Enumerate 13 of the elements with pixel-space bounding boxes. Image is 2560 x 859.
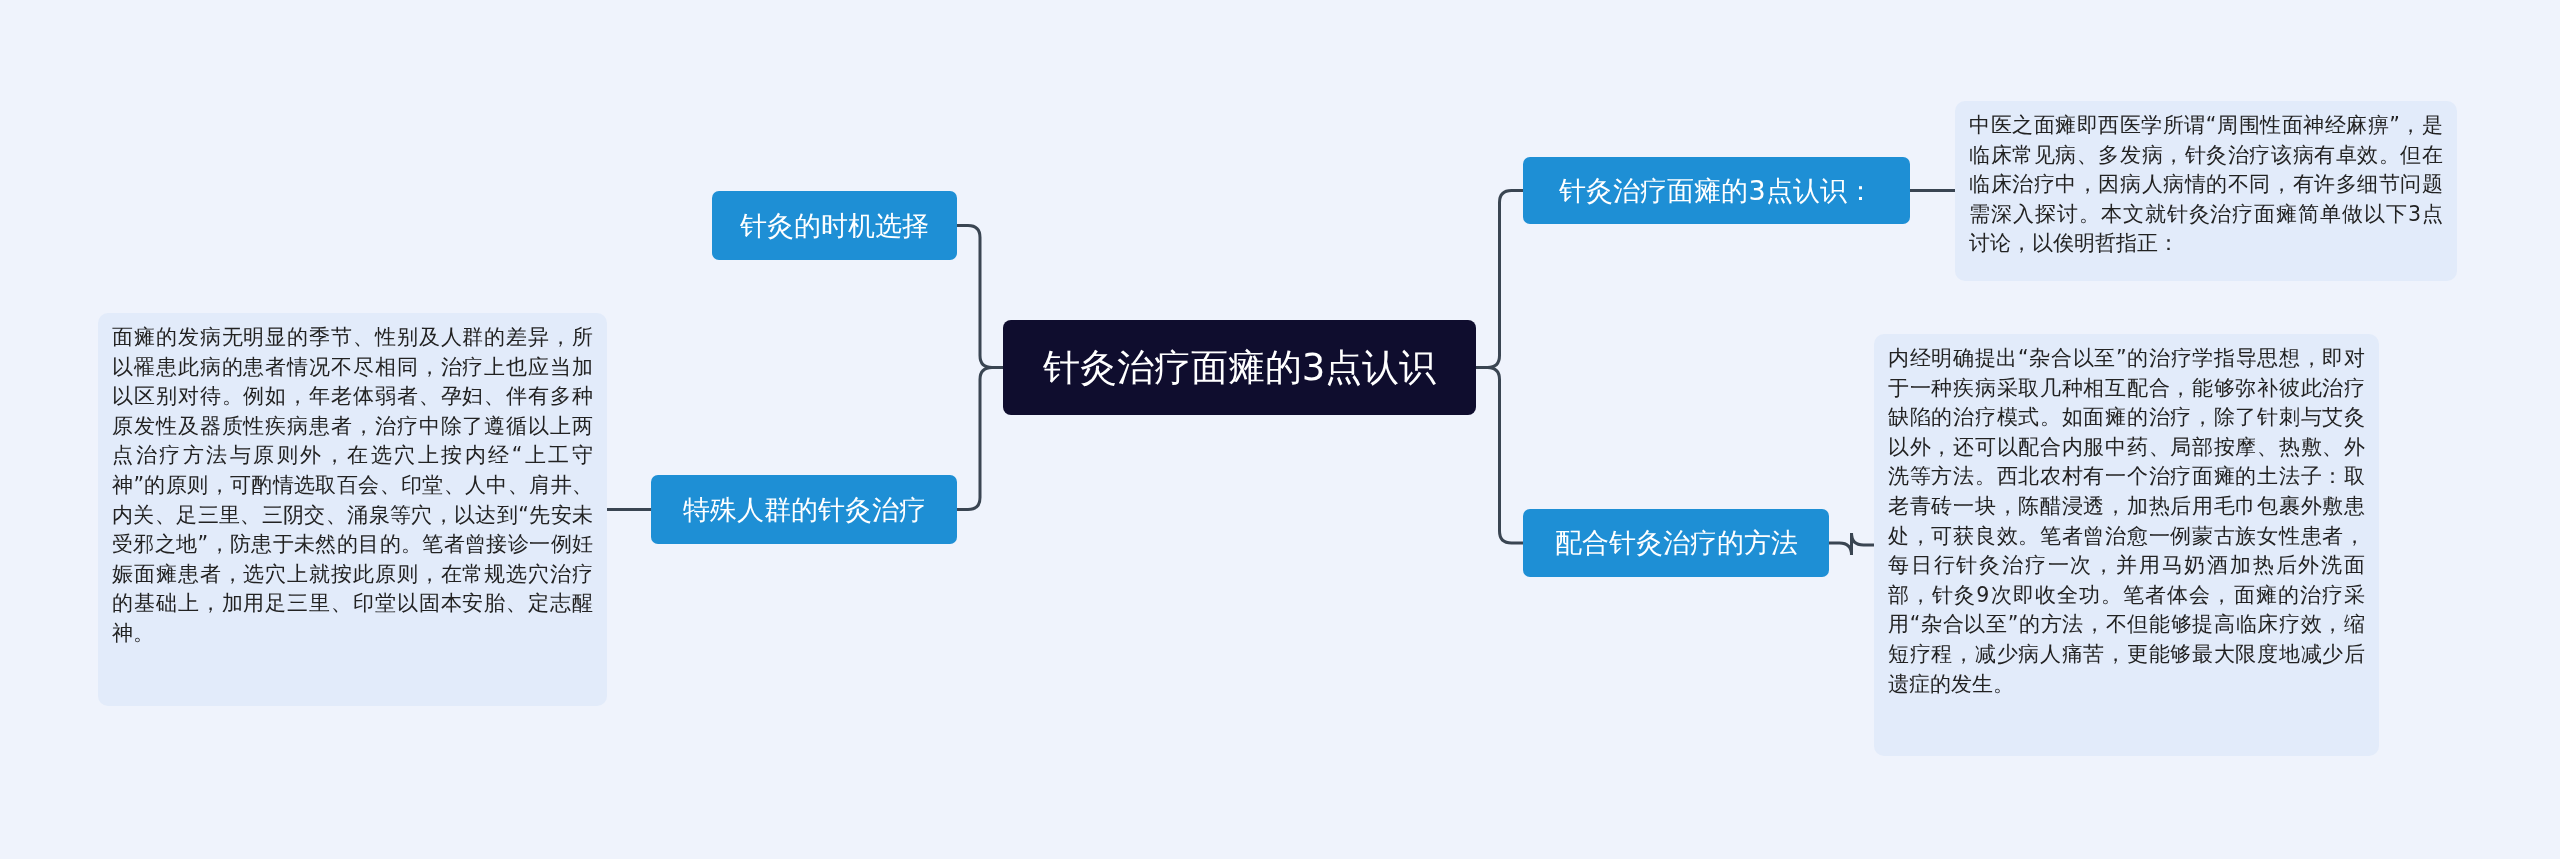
connector-line	[957, 366, 1003, 511]
connector-line	[1476, 366, 1523, 545]
topic-box: 针灸治疗面瘫的3点认识：	[1523, 157, 1910, 224]
note-card: 中医之面瘫即西医学所谓“周围性面神经麻痹”，是临床常见病、多发病，针灸治疗该病有卓效。但在临床治疗中，因病人病情的不同，有许多细节问题需深入探讨。本文就针灸治疗面瘫简单做以下3点讨论，以俟明哲指正：	[1955, 101, 2457, 281]
note-card: 面瘫的发病无明显的季节、性别及人群的差异，所以罹患此病的患者情况不尽相同，治疗上也应当加以区别对待。例如，年老体弱者、孕妇、伴有多种原发性及器质性疾病患者，治疗中除了遵循以上两点治疗方法与原则外，在选穴上按内经“上工守神”的原则，可酌情选取百会、印堂、人中、肩井、内关、足三里、三阴交、涌泉等穴，以达到“先安未受邪之地”，防患于未然的目的。笔者曾接诊一例妊娠面瘫患者，选穴上就按此原则，在常规选穴治疗的基础上，加用足三里、印堂以固本安胎、定志醒神。	[98, 313, 607, 706]
connector-line	[607, 508, 651, 511]
topic-box: 配合针灸治疗的方法	[1523, 509, 1829, 577]
connector-line	[1910, 189, 1955, 192]
note-card: 内经明确提出“杂合以至”的治疗学指导思想，即对于一种疾病采取几种相互配合，能够弥补彼此治疗缺陷的治疗模式。如面瘫的治疗，除了针刺与艾灸以外，还可以配合内服中药、局部按摩、热敷、外洗等方法。西北农村有一个治疗面瘫的土法子：取老青砖一块，陈醋浸透，加热后用毛巾包裹外敷患处，可获良效。笔者曾治愈一例蒙古族女性患者，每日行针灸治疗一次，并用马奶酒加热后外洗面部，针灸9次即收全功。笔者体会，面瘫的治疗采用“杂合以至”的方法，不但能够提高临床疗效，缩短疗程，减少病人痛苦，更能够最大限度地减少后遗症的发生。	[1874, 334, 2379, 756]
topic-box: 针灸的时机选择	[712, 191, 957, 260]
connector-line	[1829, 531, 1874, 557]
central-topic: 针灸治疗面瘫的3点认识	[1003, 320, 1476, 415]
topic-box: 特殊人群的针灸治疗	[651, 475, 957, 544]
